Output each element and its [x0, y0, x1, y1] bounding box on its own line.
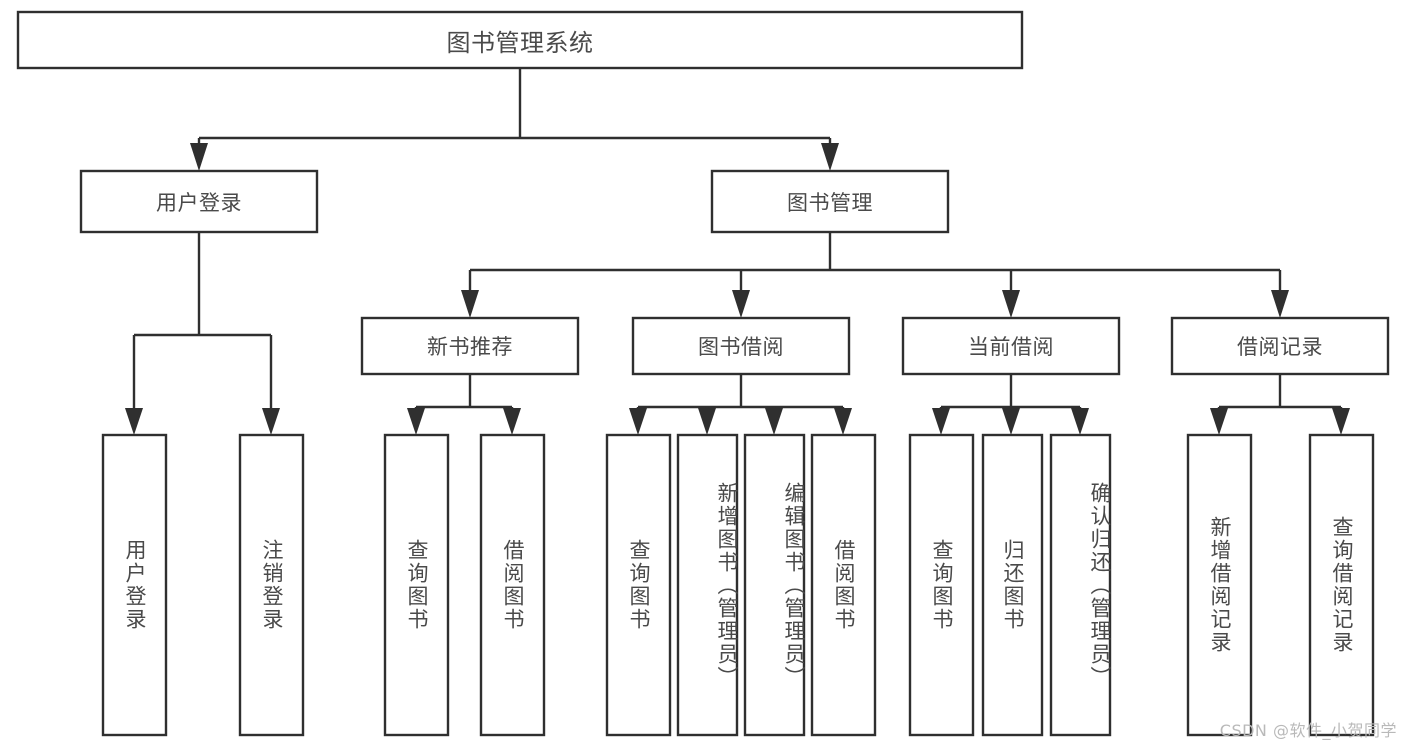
- node-box-leaf-logout[interactable]: [238, 433, 305, 737]
- arrow-to-leaf-edit-book: [765, 408, 783, 435]
- arrow-to-book-management: [821, 143, 839, 171]
- node-box-leaf-confirm-return[interactable]: [1049, 433, 1112, 737]
- arrow-to-leaf-query-book-2: [629, 408, 647, 435]
- arrow-to-leaf-add-record: [1210, 408, 1228, 435]
- node-box-leaf-add-record[interactable]: [1186, 433, 1253, 737]
- arrow-to-book-borrow: [732, 290, 750, 318]
- node-box-leaf-borrow-book-2[interactable]: [810, 433, 877, 737]
- node-box-leaf-return-book[interactable]: [981, 433, 1044, 737]
- node-box-leaf-query-record[interactable]: [1308, 433, 1375, 737]
- node-box-current-borrow[interactable]: [901, 316, 1121, 376]
- node-box-user-login[interactable]: [79, 169, 319, 234]
- node-box-leaf-user-login[interactable]: [101, 433, 168, 737]
- arrow-to-leaf-borrow-book-2: [834, 408, 852, 435]
- arrow-to-leaf-return-book: [1002, 408, 1020, 435]
- arrow-to-leaf-query-record: [1332, 408, 1350, 435]
- node-box-leaf-edit-book[interactable]: [743, 433, 806, 737]
- node-box-book-management[interactable]: [710, 169, 950, 234]
- node-box-leaf-borrow-book-1[interactable]: [479, 433, 546, 737]
- node-box-borrow-records[interactable]: [1170, 316, 1390, 376]
- arrow-to-leaf-borrow-book-1: [503, 408, 521, 435]
- node-box-leaf-query-book-2[interactable]: [605, 433, 672, 737]
- arrow-to-leaf-logout: [262, 408, 280, 435]
- arrow-to-borrow-records: [1271, 290, 1289, 318]
- node-box-book-borrow[interactable]: [631, 316, 851, 376]
- node-box-new-book-recommend[interactable]: [360, 316, 580, 376]
- arrow-to-leaf-user-login: [125, 408, 143, 435]
- node-box-leaf-add-book[interactable]: [676, 433, 739, 737]
- arrow-to-leaf-confirm-return: [1071, 408, 1089, 435]
- arrow-to-leaf-query-book-1: [407, 408, 425, 435]
- arrow-to-new-book-recommend: [461, 290, 479, 318]
- arrow-to-leaf-query-book-3: [932, 408, 950, 435]
- node-box-root[interactable]: [16, 10, 1024, 70]
- csdn-watermark: CSDN @软件_小贺同学: [1219, 721, 1397, 740]
- node-box-leaf-query-book-3[interactable]: [908, 433, 975, 737]
- arrow-to-user-login: [190, 143, 208, 171]
- arrow-to-leaf-add-book: [698, 408, 716, 435]
- node-box-leaf-query-book-1[interactable]: [383, 433, 450, 737]
- arrow-to-current-borrow: [1002, 290, 1020, 318]
